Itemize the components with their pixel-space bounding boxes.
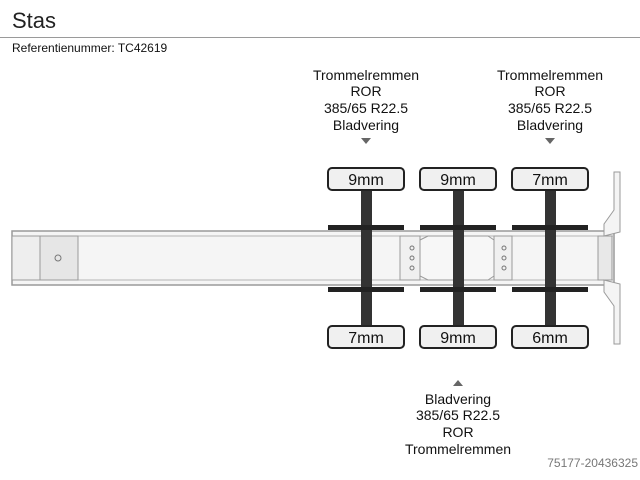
rear-section (597, 235, 613, 281)
axle-shaft (453, 190, 464, 326)
link-bolt (409, 265, 415, 271)
leaf-spring-top (328, 225, 404, 230)
caret-down-icon (545, 138, 555, 144)
title-divider (0, 37, 640, 38)
axle-spec-label: 385/65 R22.5 (416, 407, 500, 423)
axle-spec-label: ROR (350, 83, 381, 99)
top-tire-tread-label: 9mm (440, 172, 476, 189)
page-title: Stas (12, 8, 57, 33)
leaf-spring-bottom (420, 287, 496, 292)
caret-down-icon (361, 138, 371, 144)
top-tire (327, 167, 405, 191)
axle-spec-label: ROR (442, 424, 473, 440)
axle-spec-label: Bladvering (425, 391, 491, 407)
link-bolt (409, 245, 415, 251)
bottom-tire-tread-label: 7mm (348, 330, 384, 347)
axle-spec-label: Bladvering (333, 117, 399, 133)
axle-shaft (361, 190, 372, 326)
leaf-spring-bottom (512, 287, 588, 292)
rear-bumper-top (603, 171, 621, 237)
leaf-spring-top (512, 225, 588, 230)
axle-spec-label: ROR (534, 83, 565, 99)
trailer-frame (11, 171, 621, 345)
axle-spec-label: 385/65 R22.5 (508, 100, 592, 116)
top-tire-tread-label: 9mm (348, 172, 384, 189)
axle-spec-label: Trommelremmen (313, 67, 419, 83)
axle-2: 9mm 9mm Bladvering 385/65 R22.5 ROR Trom… (405, 167, 511, 457)
link-bolt (501, 255, 507, 261)
axle-spec-label: Bladvering (517, 117, 583, 133)
leaf-spring-top (420, 225, 496, 230)
rear-bumper-bottom (603, 279, 621, 345)
reference-number: Referentienummer: TC42619 (12, 41, 168, 55)
axle-spec-label: Trommelremmen (405, 441, 511, 457)
kingpin-icon (54, 254, 62, 262)
link-bolt (409, 255, 415, 261)
kingpin-plate (39, 235, 79, 281)
caret-up-icon (453, 380, 463, 386)
bottom-tire-tread-label: 9mm (440, 330, 476, 347)
link-bolt (501, 245, 507, 251)
axle-shaft (545, 190, 556, 326)
axle-spec-label: Trommelremmen (497, 67, 603, 83)
axle-3: 7mm 6mm Trommelremmen ROR 385/65 R22.5 B… (497, 67, 603, 349)
top-tire-tread-label: 7mm (532, 172, 568, 189)
bottom-tire (511, 325, 589, 349)
frame-beam (11, 230, 615, 286)
axle-spec-label: 385/65 R22.5 (324, 100, 408, 116)
bottom-tire (327, 325, 405, 349)
bottom-tire (419, 325, 497, 349)
leaf-spring-bottom (328, 287, 404, 292)
top-tire (419, 167, 497, 191)
bottom-tire-tread-label: 6mm (532, 330, 568, 347)
link-bolt (501, 265, 507, 271)
axle-1: 9mm 7mm Trommelremmen ROR 385/65 R22.5 B… (313, 67, 419, 349)
axle-link-panel (493, 235, 513, 281)
front-section (11, 235, 41, 281)
listing-code: 75177-20436325 (547, 456, 638, 470)
top-tire (511, 167, 589, 191)
